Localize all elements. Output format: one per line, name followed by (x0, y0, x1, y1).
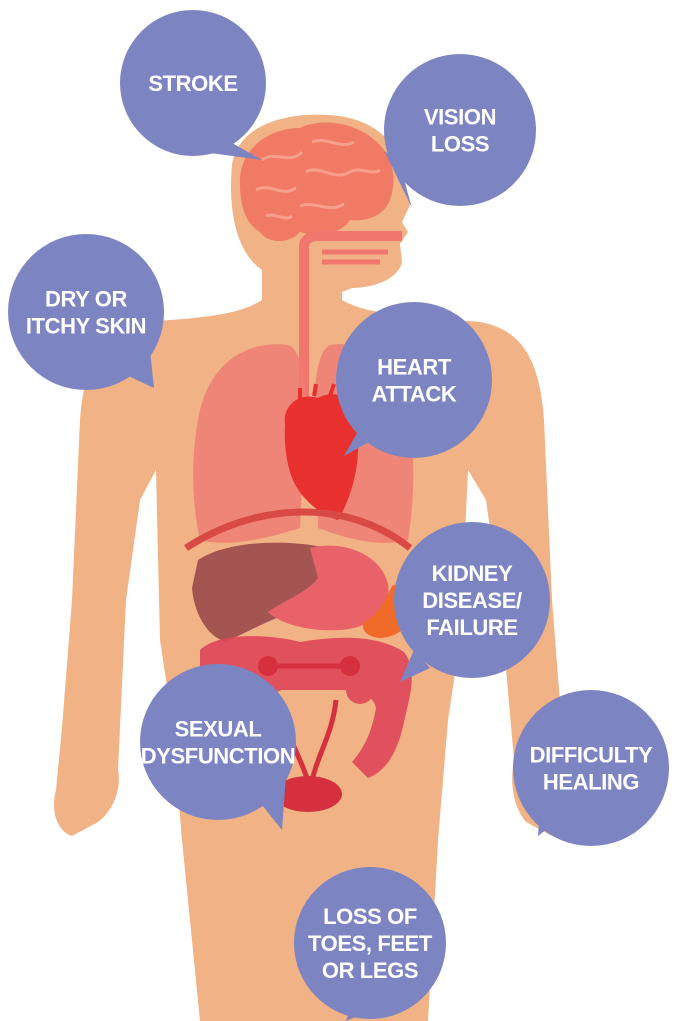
bubble-label: SEXUAL (175, 717, 262, 742)
bubble-label: KIDNEY (432, 561, 513, 586)
bubble-label: DIFFICULTY (530, 743, 653, 768)
bubble-label: DISEASE/ (422, 588, 522, 613)
bubble-label: LOSS (431, 132, 489, 157)
bubble-label: HEART (377, 355, 452, 380)
bubble-stroke: STROKE (120, 10, 266, 160)
bubble-circle (140, 664, 296, 820)
bubble-circle (384, 54, 536, 206)
bubble-label: DYSFUNCTION (141, 744, 296, 769)
bubble-label: OR LEGS (322, 958, 418, 983)
bubble-label: HEALING (543, 770, 639, 795)
bubble-label: DRY OR (45, 287, 127, 312)
ovary-right (340, 656, 360, 676)
bubble-label: LOSS OF (323, 904, 417, 929)
bubble-label: STROKE (148, 71, 237, 96)
bubble-label: FAILURE (426, 615, 517, 640)
bubble-label: ATTACK (372, 382, 457, 407)
bubble-label: ITCHY SKIN (26, 314, 146, 339)
bubble-label: VISION (424, 105, 496, 130)
bubble-circle (513, 690, 669, 846)
bubble-label: TOES, FEET (308, 931, 433, 956)
bubble-circle (8, 234, 164, 390)
bubble-circle (336, 302, 492, 458)
ovary-left (258, 656, 278, 676)
